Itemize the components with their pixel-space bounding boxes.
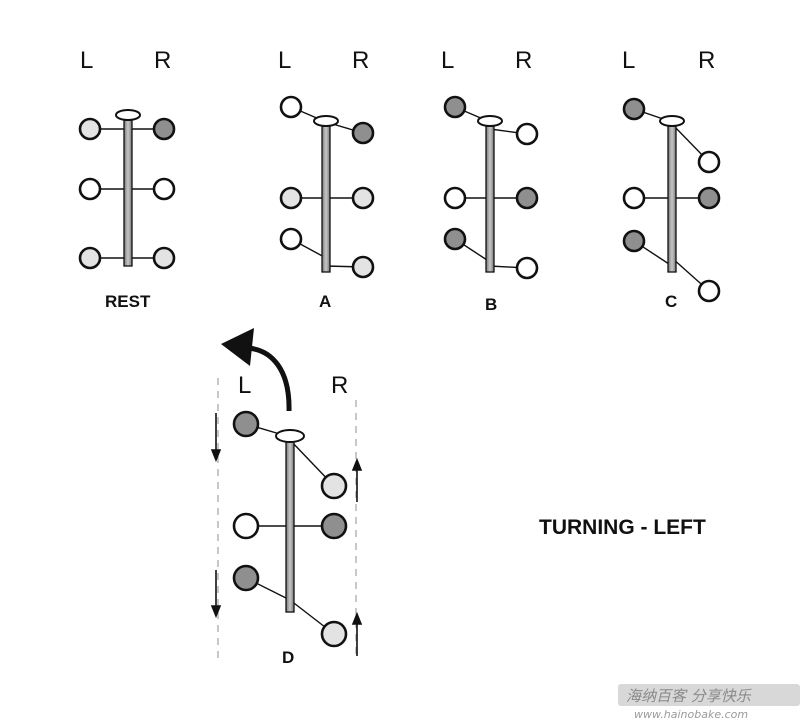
head-oval: [659, 115, 685, 127]
axle-bar: [123, 115, 133, 267]
panel-d: L R D: [210, 328, 363, 667]
side-label-right: R: [352, 47, 369, 74]
wheel-left-1: [232, 410, 260, 438]
wheel-right-1: [515, 122, 539, 146]
watermark-url: www.hainobake.com: [634, 708, 748, 721]
axle-bar: [667, 121, 677, 273]
head-oval: [115, 109, 141, 121]
wheel-left-1: [443, 95, 467, 119]
wheel-right-2: [515, 186, 539, 210]
axle-bar: [485, 121, 495, 273]
panel-rest: L R REST: [78, 47, 176, 311]
wheel-left-2: [279, 186, 303, 210]
panel-label-b: B: [485, 295, 497, 314]
wheel-right-2: [697, 186, 721, 210]
panel-label-c: C: [665, 292, 677, 311]
wheel-right-3: [515, 256, 539, 280]
panel-label-a: A: [319, 292, 331, 311]
head-oval: [477, 115, 503, 127]
wheel-left-2: [622, 186, 646, 210]
wheel-left-2: [443, 186, 467, 210]
watermark: 海纳百客 分享快乐 www.hainobake.com: [618, 684, 800, 721]
panel-a: L R A: [278, 47, 375, 311]
wheel-right-1: [697, 150, 721, 174]
axle-bar: [285, 436, 295, 613]
side-label-right: R: [331, 372, 348, 399]
wheel-left-3: [232, 564, 260, 592]
side-label-right: R: [154, 47, 171, 74]
wheel-left-3: [279, 227, 303, 251]
wheel-right-1: [351, 121, 375, 145]
diagram-title: TURNING - LEFT: [539, 516, 706, 539]
side-label-left: L: [622, 47, 635, 74]
panel-label-d: D: [282, 648, 294, 667]
wheel-left-3: [78, 246, 102, 270]
arrow-down-head: [210, 449, 222, 463]
turn-arc: [247, 345, 292, 412]
wheel-left-2: [78, 177, 102, 201]
wheel-right-2: [152, 177, 176, 201]
arrow-up-head: [351, 611, 363, 625]
panel-label-rest: REST: [105, 292, 151, 311]
head-oval: [275, 429, 305, 443]
wheel-left-1: [78, 117, 102, 141]
arrow-up-head: [351, 457, 363, 471]
side-label-left: L: [441, 47, 454, 74]
wheel-right-1: [320, 472, 348, 500]
side-label-left: L: [238, 372, 251, 399]
watermark-band: [618, 684, 800, 706]
wheel-left-3: [622, 229, 646, 253]
side-label-right: R: [698, 47, 715, 74]
wheel-left-1: [622, 97, 646, 121]
panel-b: L R B: [441, 47, 539, 314]
panel-c: L R C: [622, 47, 721, 311]
side-label-left: L: [278, 47, 291, 74]
wheel-right-1: [152, 117, 176, 141]
wheel-left-3: [443, 227, 467, 251]
arrow-down-head: [210, 605, 222, 619]
watermark-text: 海纳百客 分享快乐: [626, 687, 752, 705]
head-oval: [313, 115, 339, 127]
wheel-right-3: [152, 246, 176, 270]
wheel-right-2: [320, 512, 348, 540]
wheel-right-3: [697, 279, 721, 303]
wheel-right-3: [320, 620, 348, 648]
side-label-right: R: [515, 47, 532, 74]
wheel-left-2: [232, 512, 260, 540]
wheel-right-2: [351, 186, 375, 210]
wheel-right-3: [351, 255, 375, 279]
wheel-left-1: [279, 95, 303, 119]
motion-arrows: [210, 413, 363, 656]
turn-arrow-head: [221, 328, 254, 366]
side-label-left: L: [80, 47, 93, 74]
axle-bar: [321, 121, 331, 273]
